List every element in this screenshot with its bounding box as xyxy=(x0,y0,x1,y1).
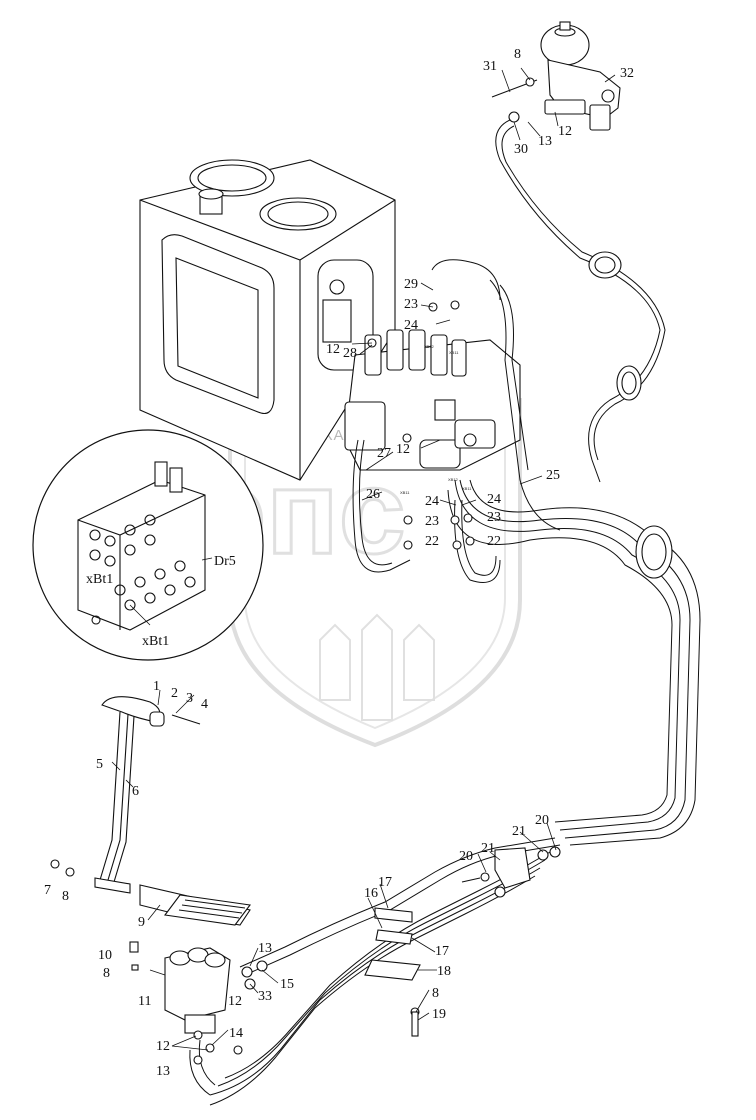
callout-30: 30 xyxy=(514,142,528,157)
callout-23: 23 xyxy=(404,297,418,312)
callout-27: 27 xyxy=(377,446,391,461)
detail-label-xbt1-bottom: xBt1 xyxy=(142,634,169,649)
callout-17: 17 xyxy=(378,875,392,890)
callout-13: 13 xyxy=(156,1064,170,1079)
callout-10: 10 xyxy=(98,948,112,963)
callout-numbers: 1 2 3 4 5 6 7 8 9 10 8 11 12 13 33 15 14… xyxy=(44,47,634,1079)
detail-label-dr5: Dr5 xyxy=(214,554,236,569)
callout-2: 2 xyxy=(171,686,178,701)
callout-16: 16 xyxy=(364,886,378,901)
port-label: XB11 xyxy=(400,490,410,495)
callout-13: 13 xyxy=(538,134,552,149)
callout-25: 25 xyxy=(546,468,560,483)
callout-6: 6 xyxy=(132,784,139,799)
callout-12: 12 xyxy=(396,442,410,457)
detail-label-xbt1-left: xBt1 xyxy=(86,572,113,587)
callout-12: 12 xyxy=(156,1039,170,1054)
callout-23: 23 xyxy=(425,514,439,529)
callout-5: 5 xyxy=(96,757,103,772)
callout-9: 9 xyxy=(138,915,145,930)
callout-21: 21 xyxy=(512,824,526,839)
callout-7: 7 xyxy=(44,883,51,898)
port-label: XB11 xyxy=(462,486,472,491)
pedal-assembly xyxy=(139,884,251,926)
hydraulic-tank xyxy=(139,159,396,481)
callout-17: 17 xyxy=(435,944,449,959)
callout-14: 14 xyxy=(229,1026,243,1041)
callout-15: 15 xyxy=(280,977,294,992)
detail-view-circle xyxy=(32,429,264,661)
callout-13: 13 xyxy=(258,941,272,956)
callout-23: 23 xyxy=(487,510,501,525)
callout-12: 12 xyxy=(228,994,242,1009)
callout-8: 8 xyxy=(62,889,69,904)
callout-24: 24 xyxy=(425,494,439,509)
callout-33: 33 xyxy=(258,989,272,1004)
callout-8: 8 xyxy=(432,986,439,1001)
joystick-handle xyxy=(94,696,165,894)
callout-21: 21 xyxy=(481,841,495,856)
accumulator-block xyxy=(540,21,621,131)
callout-31: 31 xyxy=(483,59,497,74)
port-label: XB11 xyxy=(449,350,459,355)
port-label: XB12 xyxy=(448,477,459,482)
hose-bundle xyxy=(431,259,701,846)
callout-24: 24 xyxy=(404,318,418,333)
callout-8: 8 xyxy=(103,966,110,981)
leader-lines xyxy=(111,67,616,1051)
callout-19: 19 xyxy=(432,1007,446,1022)
callout-32: 32 xyxy=(620,66,634,81)
callout-12: 12 xyxy=(558,124,572,139)
callout-12: 12 xyxy=(326,342,340,357)
callout-1: 1 xyxy=(153,679,160,694)
callout-22: 22 xyxy=(487,534,501,549)
port-label: XB12 xyxy=(424,344,435,349)
callout-18: 18 xyxy=(437,964,451,979)
callout-8: 8 xyxy=(514,47,521,62)
callout-4: 4 xyxy=(201,697,208,712)
pilot-valve xyxy=(164,947,231,1034)
callout-22: 22 xyxy=(425,534,439,549)
callout-3: 3 xyxy=(186,691,193,706)
main-control-valve xyxy=(344,329,521,471)
callout-11: 11 xyxy=(138,994,151,1009)
callout-24: 24 xyxy=(487,492,501,507)
callout-28: 28 xyxy=(343,346,357,361)
callout-20: 20 xyxy=(535,813,549,828)
callout-20: 20 xyxy=(459,849,473,864)
callout-26: 26 xyxy=(366,487,380,502)
callout-29: 29 xyxy=(404,277,418,292)
